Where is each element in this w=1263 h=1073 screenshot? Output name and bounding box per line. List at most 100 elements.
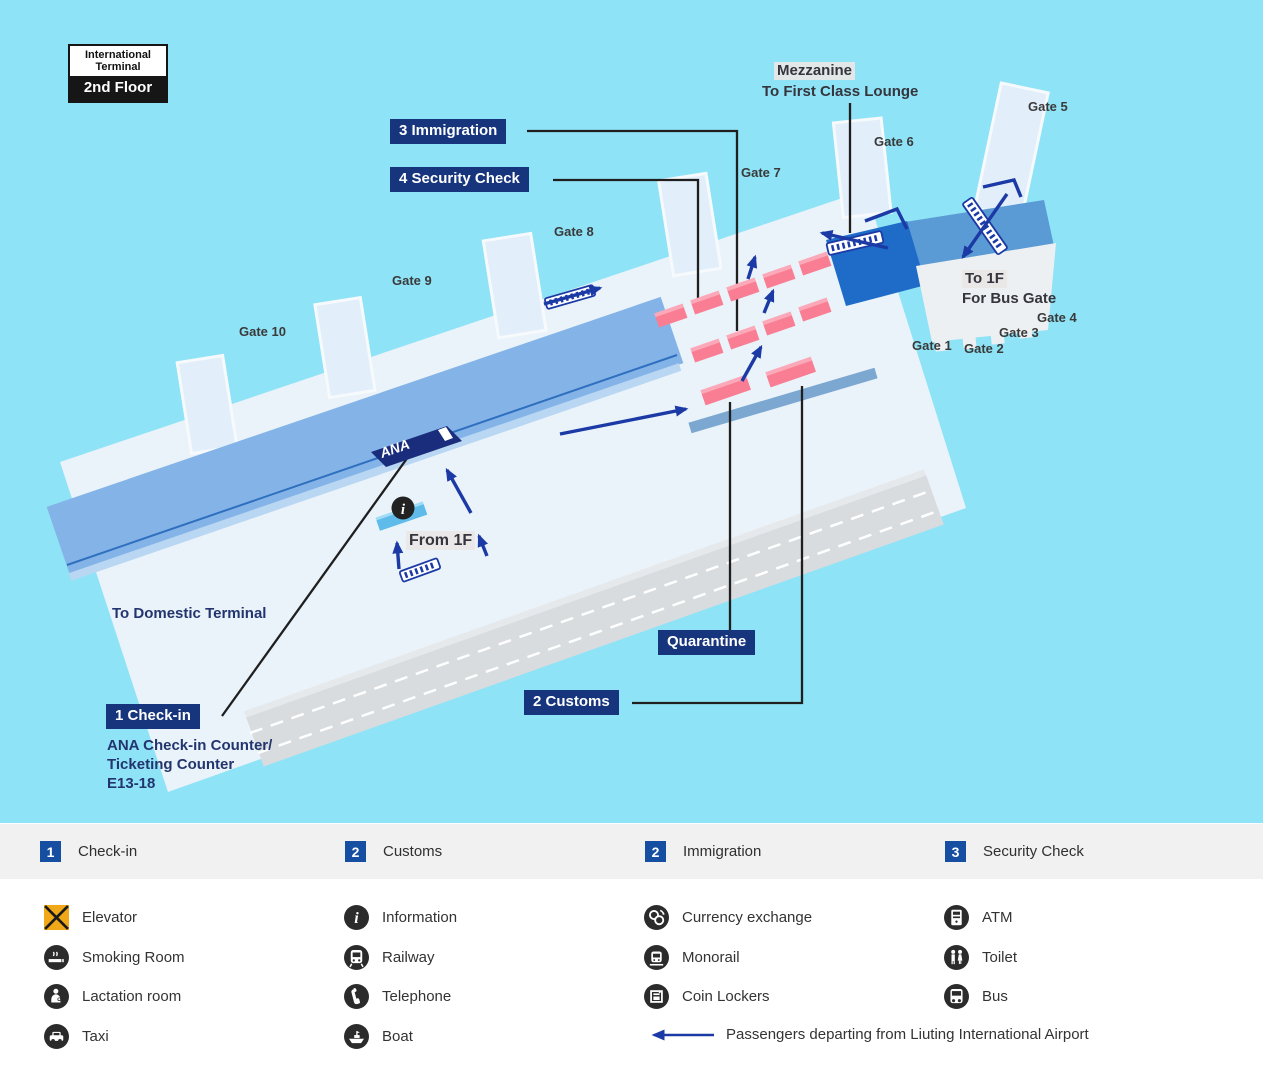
atm-icon	[944, 905, 969, 930]
gate-label-10: Gate 10	[239, 324, 286, 339]
info-point-icon	[391, 496, 415, 520]
facility-bus: Bus	[944, 983, 1008, 1009]
facility-label: Toilet	[982, 948, 1018, 966]
gate-label-4: Gate 4	[1037, 310, 1077, 325]
gate-label-3: Gate 3	[999, 325, 1039, 340]
escalator-icon-mezzanine	[825, 230, 885, 256]
boat-icon	[344, 1024, 369, 1049]
label-mezzanine-sub: To First Class Lounge	[762, 83, 919, 100]
taxi-icon	[44, 1024, 69, 1049]
facility-currency-exchange: Currency exchange	[644, 904, 812, 930]
gate-label-5: Gate 5	[1028, 99, 1068, 114]
legend-label-customs: Customs	[383, 843, 443, 860]
quarantine-counter	[700, 374, 751, 406]
legend-label-immigration: Immigration	[683, 843, 762, 860]
terminal-map: i ANA International Terminal 2nd Floor 3…	[0, 0, 1263, 823]
security-counters	[654, 251, 832, 328]
facility-telephone: Telephone	[344, 983, 451, 1009]
check-in-counter-note: ANA Check-in Counter/ Ticketing Counter …	[107, 736, 272, 793]
legend-label-security-check: Security Check	[983, 843, 1084, 860]
railway-icon	[344, 945, 369, 970]
departing-note: Passengers departing from Liuting Intern…	[726, 1026, 1089, 1043]
lactation-room-icon	[44, 984, 69, 1009]
legend-item-immigration: 2 Immigration	[645, 841, 761, 862]
telephone-icon	[344, 984, 369, 1009]
customs-counter	[765, 356, 816, 388]
facility-label: Coin Lockers	[682, 987, 770, 1005]
facility-label: Telephone	[382, 987, 452, 1005]
information-icon	[344, 905, 369, 930]
coin-lockers-icon	[644, 984, 669, 1009]
flow-arrows	[392, 178, 1023, 570]
gate-piers	[175, 81, 1050, 456]
facility-label: ATM	[982, 908, 1013, 926]
label-to-domestic-terminal: To Domestic Terminal	[112, 605, 267, 622]
terminal-map-drawing: i ANA	[46, 81, 1056, 792]
gate-label-9: Gate 9	[392, 273, 432, 288]
gate-label-2: Gate 2	[964, 341, 1004, 356]
facility-label: Railway	[382, 948, 435, 966]
leader-security-check	[553, 178, 700, 306]
label-security-check: 4 Security Check	[390, 167, 529, 192]
checkin-counter-band	[46, 296, 684, 581]
label-from-1f: From 1F	[406, 531, 476, 551]
ana-logo-slash	[438, 427, 453, 441]
facility-monorail: Monorail	[644, 944, 740, 970]
leader-immigration	[527, 129, 739, 331]
label-mezzanine: Mezzanine	[774, 62, 856, 80]
legend-item-customs: 2 Customs	[345, 841, 442, 862]
facility-label: Elevator	[82, 908, 138, 926]
facility-label: Taxi	[82, 1027, 109, 1045]
legend-badge-security-check: 3	[945, 841, 966, 862]
facility-coin-lockers: Coin Lockers	[644, 983, 770, 1009]
facility-atm: ATM	[944, 904, 1013, 930]
facility-label: Lactation room	[82, 987, 182, 1005]
facility-label: Currency exchange	[682, 908, 813, 926]
map-title-terminal: International Terminal	[84, 49, 151, 73]
legend-item-check-in: 1 Check-in	[40, 841, 137, 862]
gate-pier-8	[481, 231, 548, 340]
currency-exchange-icon	[644, 905, 669, 930]
gate-pier-6	[831, 116, 893, 220]
gate-pier-9	[313, 295, 377, 400]
label-check-in: 1 Check-in	[106, 704, 200, 729]
legend-badge-check-in: 1	[40, 841, 61, 862]
elevator-icon	[44, 904, 69, 930]
svg-text:i: i	[401, 502, 406, 518]
facility-railway: Railway	[344, 944, 435, 970]
map-title-floor: 2nd Floor	[70, 76, 166, 101]
roadway	[243, 469, 944, 767]
label-customs: 2 Customs	[524, 690, 619, 715]
legend-badge-customs: 2	[345, 841, 366, 862]
numbered-legend-bar: 1 Check-in 2 Customs 2 Immigration 3 Sec…	[0, 823, 1263, 879]
gate-label-1: Gate 1	[912, 338, 952, 353]
facility-toilet: Toilet	[944, 944, 1017, 970]
legend-badge-immigration: 2	[645, 841, 666, 862]
bus-gate-teeth	[934, 324, 1033, 352]
label-quarantine: Quarantine	[658, 630, 756, 655]
facility-boat: Boat	[344, 1023, 413, 1049]
label-to-1f-sub: For Bus Gate	[962, 290, 1057, 307]
label-to-1f: To 1F	[962, 270, 1007, 288]
escalator-icon-from-1f	[398, 557, 442, 583]
immigration-counters	[690, 297, 832, 363]
facility-elevator: Elevator	[44, 904, 137, 930]
facility-legend: Elevator Smoking Room Lactation room Tax…	[0, 879, 1263, 1073]
bus-icon	[944, 984, 969, 1009]
customs-exit-strip	[688, 367, 878, 434]
facility-label: Information	[382, 908, 458, 926]
gate-label-8: Gate 8	[554, 224, 594, 239]
facility-information: Information	[344, 904, 457, 930]
facility-taxi: Taxi	[44, 1023, 109, 1049]
facility-lactation-room: Lactation room	[44, 983, 181, 1009]
leader-lines	[221, 103, 852, 717]
leader-customs	[632, 386, 804, 705]
smoking-room-icon	[44, 945, 69, 970]
map-title-box: International Terminal 2nd Floor	[68, 44, 168, 103]
facility-smoking-room: Smoking Room	[44, 944, 185, 970]
gate-label-6: Gate 6	[874, 134, 914, 149]
label-immigration: 3 Immigration	[390, 119, 507, 144]
monorail-icon	[644, 945, 669, 970]
bus-gate-apron	[916, 243, 1056, 342]
